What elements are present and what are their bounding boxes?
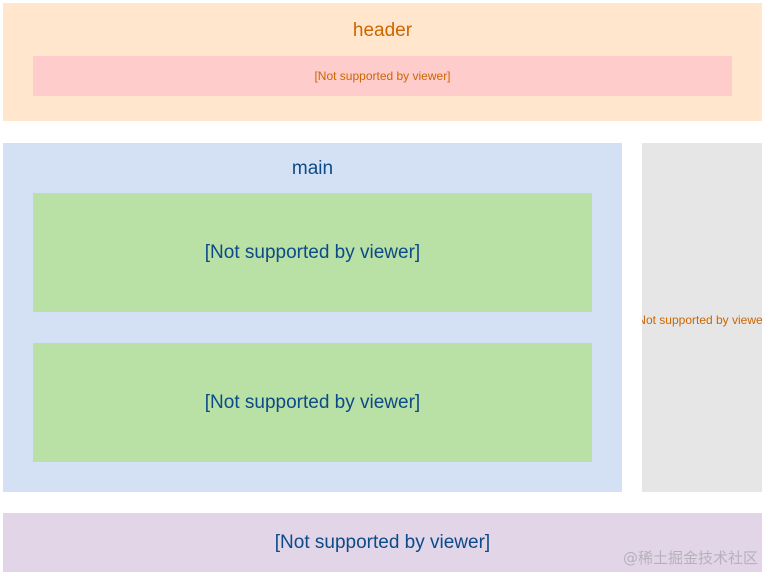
main-block-2: [Not supported by viewer]: [33, 343, 592, 462]
header-inner-label: [Not supported by viewer]: [314, 69, 451, 83]
main-title: main: [291, 158, 334, 179]
main-block-1-label: [Not supported by viewer]: [204, 241, 421, 263]
main-block-2-label: [Not supported by viewer]: [204, 391, 421, 413]
main-block-1: [Not supported by viewer]: [33, 193, 592, 312]
aside-label: [Not supported by viewer]: [642, 313, 762, 327]
aside-region: [Not supported by viewer]: [642, 143, 762, 492]
header-title: header: [352, 20, 413, 41]
footer-region: [Not supported by viewer]: [3, 513, 762, 572]
watermark: @稀土掘金技术社区: [622, 549, 758, 567]
footer-label: [Not supported by viewer]: [274, 531, 491, 553]
header-inner-block: [Not supported by viewer]: [33, 56, 732, 96]
